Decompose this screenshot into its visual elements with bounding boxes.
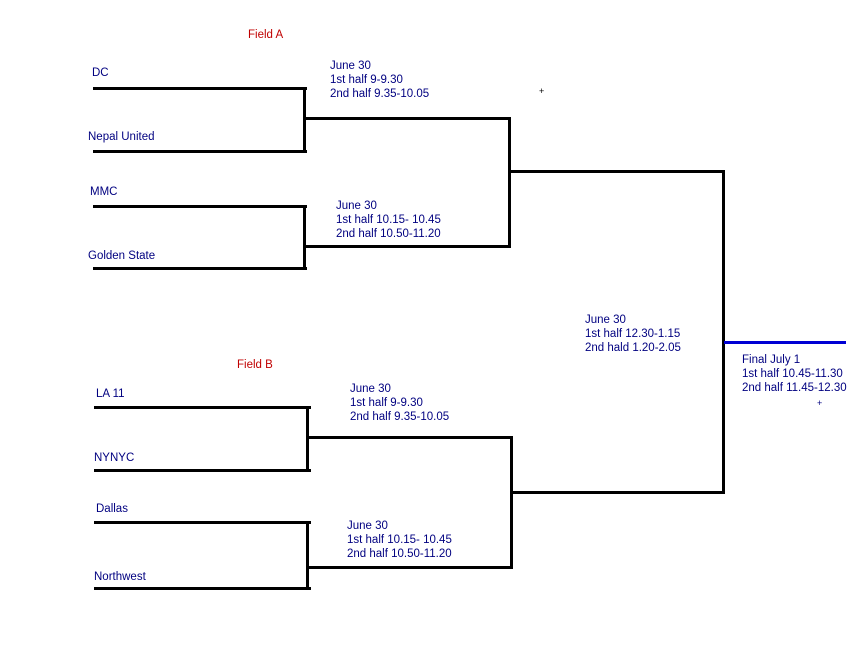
team-line-dc (93, 87, 307, 90)
bracket-vline-sf-a (508, 117, 511, 248)
bracket-connector-qf-a1 (303, 117, 511, 120)
final-winner-line (724, 341, 846, 344)
schedule-line: 1st half 12.30-1.15 (585, 328, 681, 340)
schedule-line: June 30 (585, 314, 626, 326)
team-line-nepal-united (93, 150, 307, 153)
bracket-connector-qf-b2 (306, 566, 513, 569)
team-line-la-11 (94, 406, 311, 409)
bracket-connector-qf-b1 (306, 436, 513, 439)
team-label-dc: DC (92, 67, 109, 79)
team-label-mmc: MMC (90, 186, 118, 198)
schedule-line: 2nd half 9.35-10.05 (350, 411, 450, 423)
bracket-vline-qf-a2 (303, 205, 306, 270)
bracket-connector-sf-b (510, 491, 725, 494)
schedule-line: 2nd half 9.35-10.05 (330, 88, 430, 100)
bracket-vline-final (722, 170, 725, 494)
schedule-line: June 30 (336, 200, 377, 212)
field-a-label: Field A (248, 29, 284, 41)
bracket-vline-qf-a1 (303, 87, 306, 153)
team-label-nynyc: NYNYC (94, 452, 135, 464)
schedule-line: 2nd hald 1.20-2.05 (585, 342, 681, 354)
team-label-northwest: Northwest (94, 571, 146, 583)
bracket-vline-qf-b2 (306, 521, 309, 590)
schedule-qf-b1: June 30 1st half 9-9.30 2nd half 9.35-10… (350, 382, 449, 424)
schedule-line: June 30 (330, 60, 371, 72)
schedule-line: 2nd half 10.50-11.20 (336, 228, 441, 240)
schedule-qf-a2: June 30 1st half 10.15- 10.45 2nd half 1… (336, 199, 441, 241)
team-line-golden-state (93, 267, 307, 270)
team-label-dallas: Dallas (96, 503, 128, 515)
schedule-line: 1st half 9-9.30 (350, 397, 423, 409)
bracket-vline-sf-b (510, 436, 513, 569)
bracket-connector-qf-a2 (303, 245, 511, 248)
schedule-qf-b2: June 30 1st half 10.15- 10.45 2nd half 1… (347, 519, 452, 561)
schedule-line: June 30 (347, 520, 388, 532)
team-line-nynyc (94, 469, 311, 472)
cross-marker-icon: + (817, 398, 823, 408)
team-line-dallas (94, 521, 311, 524)
schedule-line: 1st half 10.15- 10.45 (336, 214, 441, 226)
schedule-line: 1st half 9-9.30 (330, 74, 403, 86)
schedule-qf-a1: June 30 1st half 9-9.30 2nd half 9.35-10… (330, 59, 429, 101)
schedule-line: 2nd half 10.50-11.20 (347, 548, 452, 560)
schedule-line: 1st half 10.15- 10.45 (347, 534, 452, 546)
team-line-northwest (94, 587, 311, 590)
team-line-mmc (93, 205, 307, 208)
team-label-golden-state: Golden State (88, 250, 156, 262)
schedule-semifinal: June 30 1st half 12.30-1.15 2nd hald 1.2… (585, 313, 681, 355)
schedule-line: June 30 (350, 383, 391, 395)
team-label-la-11: LA 11 (96, 388, 125, 400)
bracket-connector-sf-a (508, 170, 725, 173)
schedule-line: 2nd half 11.45-12.30 (742, 382, 847, 394)
schedule-final: Final July 1 1st half 10.45-11.30 2nd ha… (742, 353, 847, 395)
cross-marker-icon: + (539, 86, 545, 96)
field-b-label: Field B (237, 359, 273, 371)
schedule-line: Final July 1 (742, 354, 801, 366)
bracket-vline-qf-b1 (306, 406, 309, 472)
team-label-nepal-united: Nepal United (88, 131, 155, 143)
schedule-line: 1st half 10.45-11.30 (742, 368, 843, 380)
